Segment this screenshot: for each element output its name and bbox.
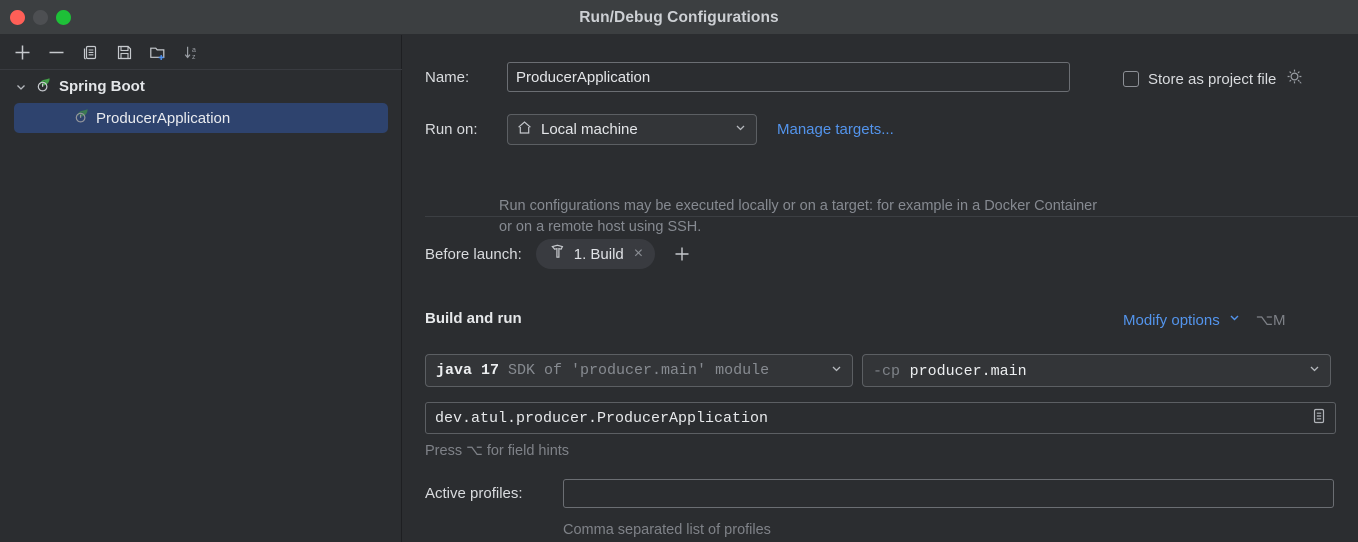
section-divider [425, 216, 1358, 217]
jdk-combobox[interactable]: java 17 SDK of 'producer.main' module [425, 354, 853, 387]
jdk-value: java 17 [436, 362, 500, 379]
name-row: Name: [425, 62, 1070, 92]
copy-configuration-button[interactable] [74, 37, 106, 67]
save-configuration-button[interactable] [108, 37, 140, 67]
spring-boot-icon [34, 75, 53, 99]
store-as-project-file-checkbox[interactable] [1123, 71, 1139, 87]
tree-item-label: ProducerApplication [96, 109, 231, 127]
main-class-value: dev.atul.producer.ProducerApplication [435, 409, 769, 427]
configuration-detail-panel: Name: Store as project file Run on: [403, 35, 1358, 542]
tree-group-label: Spring Boot [59, 78, 145, 95]
tree-item-producerapplication[interactable]: ProducerApplication [14, 103, 388, 133]
field-hints-text: Press ⌥ for field hints [425, 443, 570, 459]
modify-options-link[interactable]: Modify options [1123, 311, 1220, 329]
active-profiles-input[interactable] [563, 479, 1334, 508]
jdk-and-classpath-row: java 17 SDK of 'producer.main' module -c… [425, 354, 1331, 387]
name-input[interactable] [507, 62, 1070, 92]
name-label: Name: [425, 68, 470, 86]
svg-text:a: a [192, 47, 196, 54]
close-window-button[interactable] [10, 10, 25, 25]
window-title: Run/Debug Configurations [579, 9, 779, 26]
configurations-sidebar: a z Spring Boot [0, 35, 402, 542]
chevron-down-icon[interactable] [1307, 361, 1322, 381]
remove-configuration-button[interactable] [40, 37, 72, 67]
run-on-value: Local machine [541, 121, 638, 138]
before-launch-task-chip[interactable]: 1. Build × [535, 239, 656, 269]
tree-group-spring-boot[interactable]: Spring Boot [0, 71, 402, 102]
configurations-tree: Spring Boot ProducerApplication [0, 71, 402, 133]
main-class-field[interactable]: dev.atul.producer.ProducerApplication [425, 402, 1336, 434]
new-folder-button[interactable] [142, 37, 174, 67]
before-launch-task-label: 1. Build [573, 245, 624, 263]
active-profiles-label: Active profiles: [425, 485, 523, 502]
jdk-detail: SDK of 'producer.main' module [508, 362, 770, 379]
build-and-run-title: Build and run [425, 310, 522, 327]
minimize-window-button[interactable] [33, 10, 48, 25]
store-as-project-file-row: Store as project file [1123, 67, 1304, 91]
build-hammer-icon [549, 243, 566, 265]
modify-options-shortcut: ⌥M [1255, 312, 1286, 329]
before-launch-row: Before launch: 1. Build × [425, 239, 695, 269]
classpath-combobox[interactable]: -cp producer.main [862, 354, 1331, 387]
traffic-lights [10, 10, 71, 25]
add-before-launch-task-button[interactable] [669, 241, 695, 267]
run-on-row: Run on: Local machine Manage targets... [425, 114, 894, 145]
add-configuration-button[interactable] [6, 37, 38, 67]
home-icon [516, 119, 533, 141]
chevron-down-icon[interactable] [14, 80, 28, 94]
run-on-hint: Run configurations may be executed local… [499, 198, 1098, 235]
sort-button[interactable]: a z [176, 37, 208, 67]
run-on-label: Run on: [425, 121, 478, 138]
chevron-down-icon[interactable] [1227, 310, 1242, 330]
before-launch-label: Before launch: [425, 245, 522, 263]
store-as-project-file-label: Store as project file [1148, 70, 1277, 88]
active-profiles-hint: Comma separated list of profiles [563, 522, 771, 538]
spring-boot-icon [72, 106, 91, 130]
close-icon[interactable]: × [633, 245, 644, 262]
run-on-combobox[interactable]: Local machine [507, 114, 757, 145]
active-profiles-row: Active profiles: [425, 479, 1334, 508]
modify-options-row: Modify options ⌥M [1123, 310, 1286, 330]
manage-targets-link[interactable]: Manage targets... [777, 121, 894, 138]
maximize-window-button[interactable] [56, 10, 71, 25]
class-browse-icon[interactable] [1309, 406, 1329, 431]
classpath-prefix: -cp [873, 362, 901, 380]
gear-icon[interactable] [1285, 67, 1304, 91]
chevron-down-icon[interactable] [829, 361, 844, 381]
svg-text:z: z [192, 54, 196, 61]
classpath-value: producer.main [909, 362, 1027, 380]
title-bar: Run/Debug Configurations [0, 0, 1358, 35]
chevron-down-icon[interactable] [733, 120, 748, 140]
sidebar-toolbar: a z [0, 35, 402, 70]
